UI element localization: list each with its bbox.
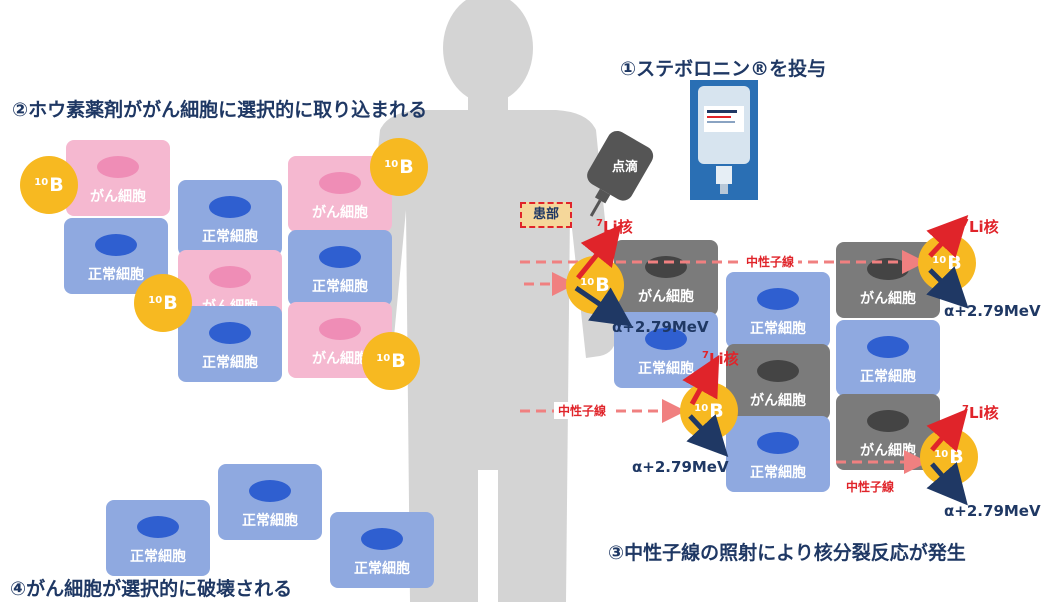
cell-label: がん細胞 (90, 189, 146, 205)
cell-nucleus (319, 318, 361, 340)
cell-nucleus (95, 234, 137, 256)
lithium-nucleus-label: 7Li核 (962, 404, 999, 422)
cell-nucleus (757, 432, 799, 454)
affected-area-text: 患部 (532, 207, 559, 222)
drip-bag-icon (587, 130, 654, 217)
lithium-nucleus-label: 7Li核 (596, 218, 633, 236)
cell-label: 正常細胞 (202, 355, 258, 371)
cancer-cell: がん細胞 (288, 156, 392, 232)
cell-label: 正常細胞 (750, 465, 806, 481)
cell-label: 正常細胞 (242, 513, 298, 529)
alpha-particle-label: α+2.79MeV (612, 318, 709, 336)
normal-cell: 正常細胞 (178, 306, 282, 382)
cell-label: 正常細胞 (202, 229, 258, 245)
cell-label: 正常細胞 (88, 267, 144, 283)
drip-label: 点滴 (612, 160, 639, 175)
cell-label: 正常細胞 (750, 321, 806, 337)
neutron-beam-label: 中性子線 (554, 402, 611, 419)
cell-label: がん細胞 (312, 351, 368, 367)
cell-nucleus (757, 360, 799, 382)
cancer-cell: がん細胞 (66, 140, 170, 216)
cell-label: 正常細胞 (860, 369, 916, 385)
normal-cell: 正常細胞 (178, 180, 282, 256)
cell-label: 正常細胞 (130, 549, 186, 565)
normal-cell: 正常細胞 (330, 512, 434, 588)
lithium-nucleus-label: 7Li核 (702, 350, 739, 368)
cell-label: がん細胞 (638, 289, 694, 305)
cell-label: がん細胞 (312, 205, 368, 221)
neutron-beam-label: 中性子線 (842, 478, 899, 495)
lithium-nucleus-label: 7Li核 (962, 218, 999, 236)
step3-heading: ③中性子線の照射により核分裂反応が発生 (608, 542, 966, 564)
cell-label: 正常細胞 (638, 361, 694, 377)
alpha-particle-label: α+2.79MeV (944, 302, 1041, 320)
cell-nucleus (209, 266, 251, 288)
normal-cell: 正常細胞 (726, 416, 830, 492)
neutron-beam-label: 中性子線 (742, 253, 799, 270)
cell-label: がん細胞 (860, 443, 916, 459)
cell-nucleus (209, 196, 251, 218)
normal-cell: 正常細胞 (106, 500, 210, 576)
cell-nucleus (757, 288, 799, 310)
alpha-particle-label: α+2.79MeV (632, 458, 729, 476)
cell-nucleus (645, 328, 687, 350)
cell-nucleus (867, 410, 909, 432)
normal-cell: 正常細胞 (288, 230, 392, 306)
normal-cell: 正常細胞 (726, 272, 830, 348)
cell-label: 正常細胞 (354, 561, 410, 577)
step4-heading: ④がん細胞が選択的に破壊される (10, 578, 293, 600)
cell-label: がん細胞 (860, 291, 916, 307)
cell-nucleus (867, 336, 909, 358)
cell-label: がん細胞 (750, 393, 806, 409)
cell-nucleus (209, 322, 251, 344)
cell-nucleus (361, 528, 403, 550)
cell-nucleus (97, 156, 139, 178)
normal-cell: 正常細胞 (836, 320, 940, 396)
step1-heading: ①ステボロニン®を投与 (620, 58, 827, 80)
alpha-particle-label: α+2.79MeV (944, 502, 1041, 520)
cell-label: 正常細胞 (312, 279, 368, 295)
step2-heading: ②ホウ素薬剤ががん細胞に選択的に取り込まれる (12, 99, 428, 121)
cell-nucleus (319, 246, 361, 268)
normal-cell: 正常細胞 (218, 464, 322, 540)
destroyed-cancer-cell: がん細胞 (614, 240, 718, 316)
cell-nucleus (137, 516, 179, 538)
affected-area-label: 患部 (520, 202, 572, 228)
destroyed-cancer-cell: がん細胞 (726, 344, 830, 420)
iv-bag-image (690, 80, 758, 200)
cell-nucleus (319, 172, 361, 194)
cell-nucleus (249, 480, 291, 502)
